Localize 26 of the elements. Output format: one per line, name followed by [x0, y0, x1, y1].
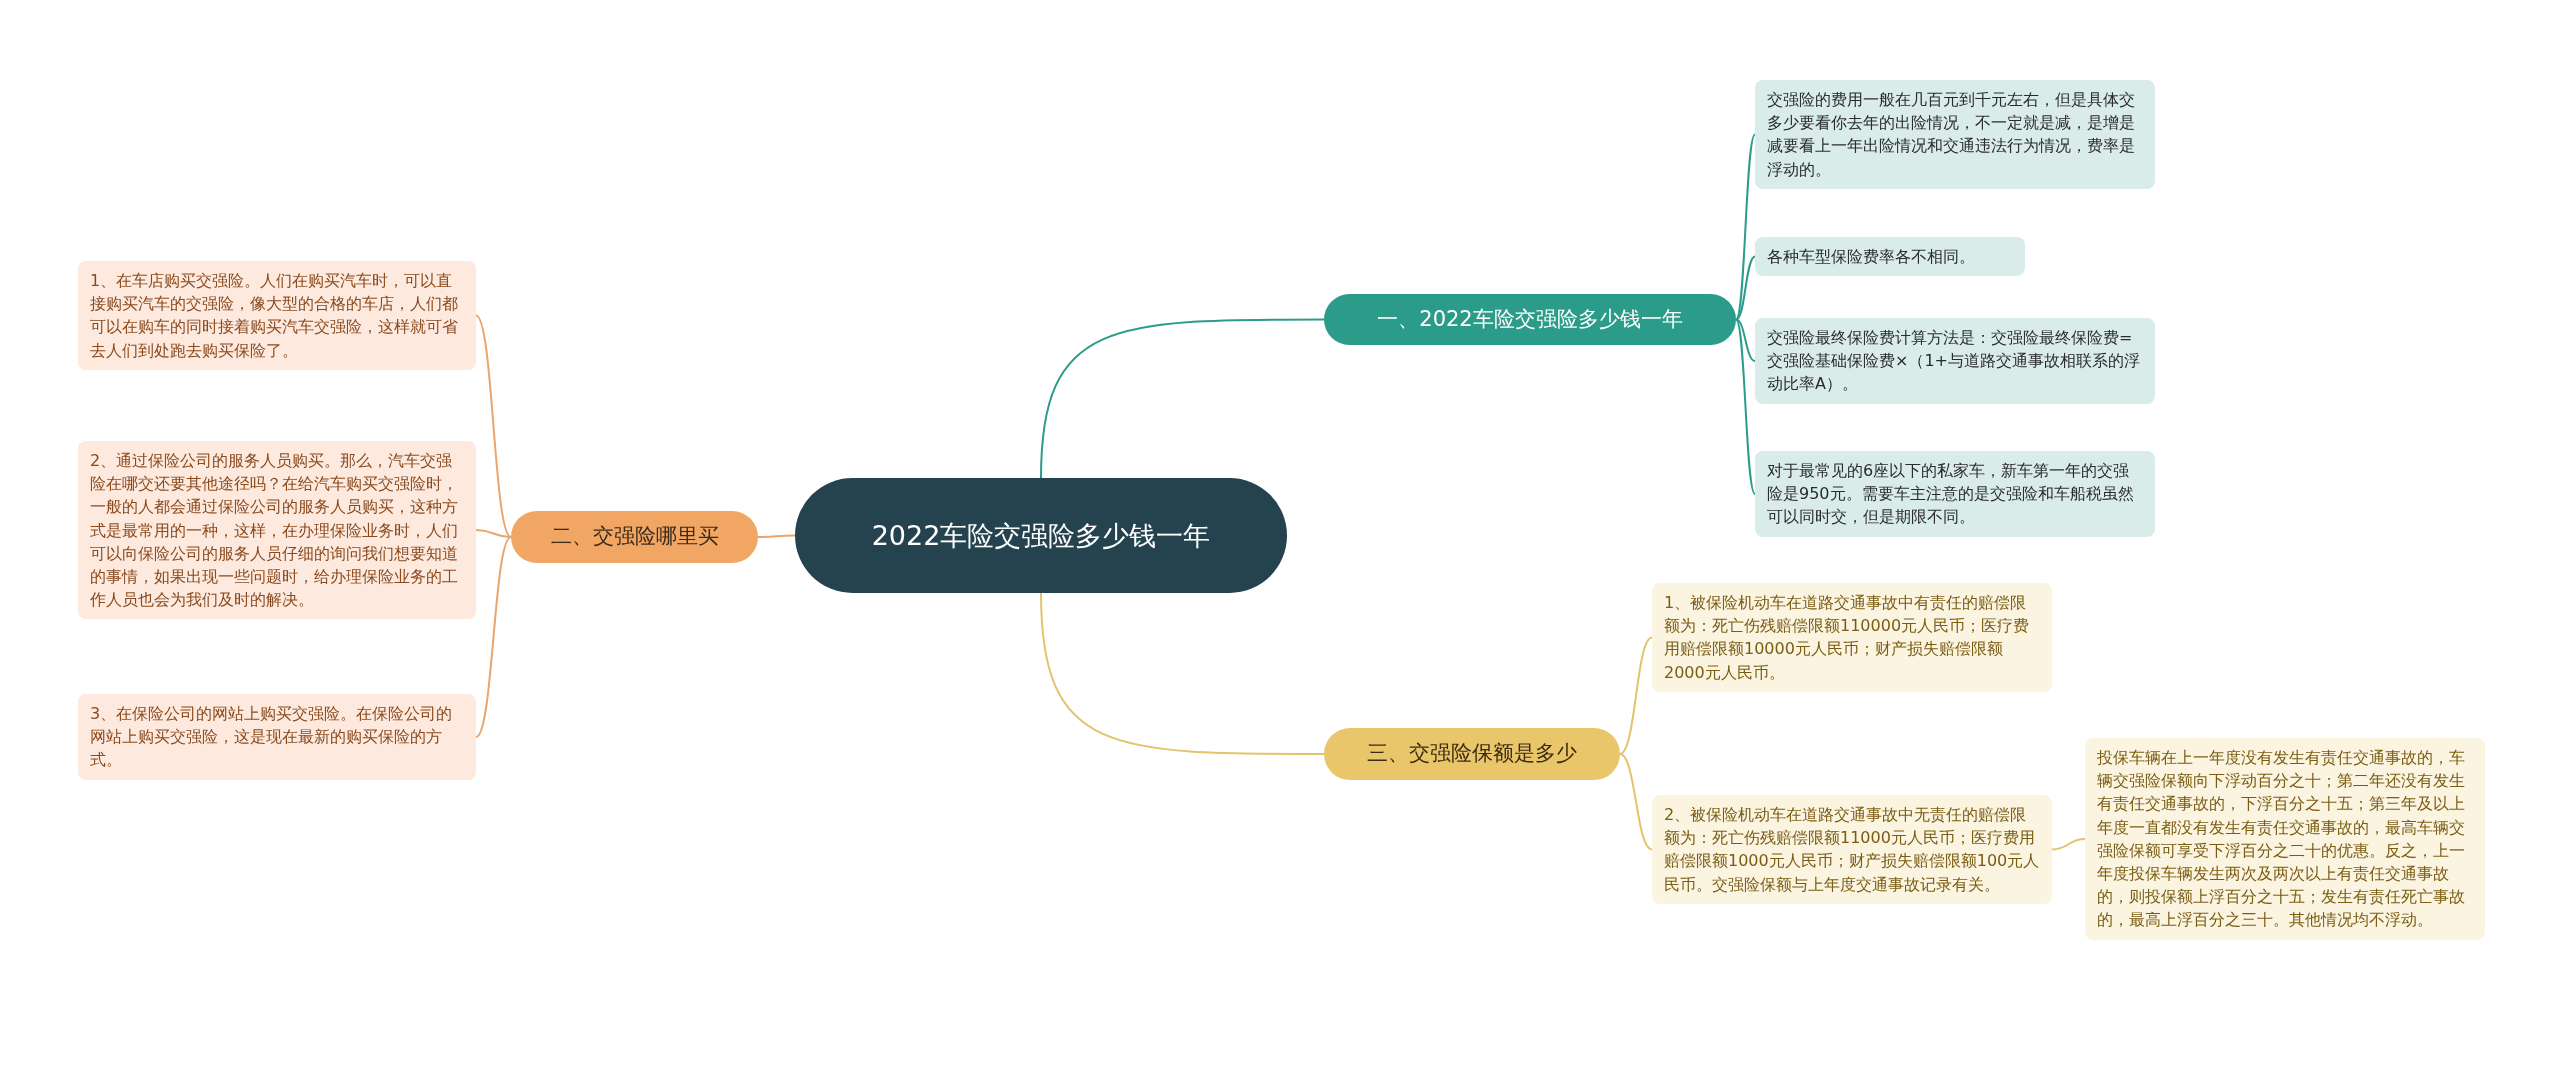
connector-line — [1735, 318, 1756, 495]
connector-line — [2051, 838, 2086, 851]
connector-line — [1735, 255, 1756, 321]
root-topic: 2022车险交强险多少钱一年 — [795, 478, 1287, 593]
connector-line — [1735, 318, 1756, 362]
leaf-note: 2、通过保险公司的服务人员购买。那么，汽车交强险在哪交还要其他途径吗？在给汽车购买交强险时，一般的人都会通过保险公司的服务人员购买，这种方式是最常用的一种，这样，在办理保险业务时，人们可以向保险公司的服务人员仔细的询问我们想要知道的事情，如果出现一些问题时，给办理保险业务的工作人员也会为我们及时的解决。 — [78, 441, 476, 620]
leaf-note: 投保车辆在上一年度没有发生有责任交通事故的，车辆交强险保额向下浮动百分之十；第二年还没有发生有责任交通事故的，下浮百分之十五；第三年及以上年度一直都没有发生有责任交通事故的，最高车辆交强险保额可享受下浮百分之二十的优惠。反之，上一年度投保车辆发生两次及两次以上有责任交通事故的，则投保额上浮百分之十五；发生有责任死亡事故的，最高上浮百分之三十。其他情况均不浮动。 — [2085, 738, 2485, 940]
leaf-note: 交强险的费用一般在几百元到千元左右，但是具体交多少要看你去年的出险情况，不一定就是减，是增是减要看上一年出险情况和交通违法行为情况，费率是浮动的。 — [1755, 80, 2155, 189]
leaf-note: 3、在保险公司的网站上购买交强险。在保险公司的网站上购买交强险，这是现在最新的购买保险的方式。 — [78, 694, 476, 780]
connector-line — [757, 534, 796, 538]
connector-line — [1619, 636, 1653, 755]
leaf-note: 对于最常见的6座以下的私家车，新车第一年的交强险是950元。需要车主注意的是交强险和车船税虽然可以同时交，但是期限不同。 — [1755, 451, 2155, 537]
branch-topic: 一、2022车险交强险多少钱一年 — [1324, 294, 1736, 345]
connector-line — [475, 314, 512, 538]
leaf-note: 1、在车店购买交强险。人们在购买汽车时，可以直接购买汽车的交强险，像大型的合格的车店，人们都可以在购车的同时接着购买汽车交强险，这样就可省去人们到处跑去购买保险了。 — [78, 261, 476, 370]
leaf-note: 2、被保险机动车在道路交通事故中无责任的赔偿限额为：死亡伤残赔偿限额11000元人民币；医疗费用赔偿限额1000元人民币；财产损失赔偿限额100元人民币。交强险保额与上年度交通事故记录有关。 — [1652, 795, 2052, 904]
leaf-note: 1、被保险机动车在道路交通事故中有责任的赔偿限额为：死亡伤残赔偿限额110000元人民币；医疗费用赔偿限额10000元人民币；财产损失赔偿限额2000元人民币。 — [1652, 583, 2052, 692]
connector-line — [475, 529, 512, 538]
connector-line — [1619, 753, 1653, 851]
leaf-note: 各种车型保险费率各不相同。 — [1755, 237, 2025, 277]
connector-line — [475, 536, 512, 738]
branch-topic: 二、交强险哪里买 — [511, 511, 758, 563]
leaf-note: 交强险最终保险费计算方法是：交强险最终保险费=交强险基础保险费×（1+与道路交通事故相联系的浮动比率A）。 — [1755, 318, 2155, 404]
connector-line — [1040, 318, 1325, 479]
connector-line — [1040, 592, 1325, 755]
branch-topic: 三、交强险保额是多少 — [1324, 728, 1620, 780]
